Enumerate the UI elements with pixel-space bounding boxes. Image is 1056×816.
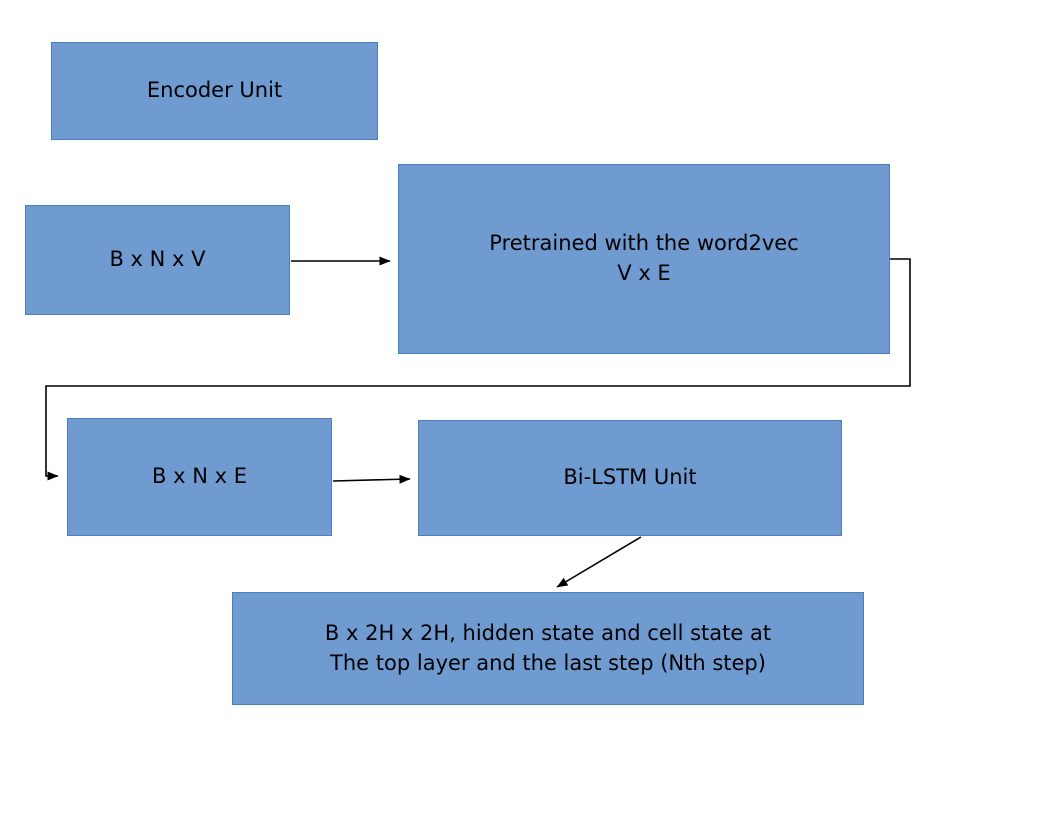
node-output-state[interactable]: B x 2H x 2H, hidden state and cell state… <box>232 592 864 705</box>
edge-bilstm-to-output <box>556 536 642 588</box>
node-output-state-label: B x 2H x 2H, hidden state and cell state… <box>324 620 772 675</box>
node-embedding-label: Pretrained with the word2vec V x E <box>489 231 799 285</box>
node-bilstm-unit[interactable]: Bi-LSTM Unit <box>418 420 842 536</box>
node-embedded-tensor[interactable]: B x N x E <box>67 418 332 536</box>
node-input-tensor-label: B x N x V <box>109 247 206 272</box>
node-bilstm-unit-label: Bi-LSTM Unit <box>563 465 697 490</box>
edge-embedded-tensor-to-bilstm <box>332 474 411 484</box>
node-encoder-unit-label: Encoder Unit <box>146 78 283 103</box>
node-encoder-unit[interactable]: Encoder Unit <box>51 42 378 140</box>
node-input-tensor[interactable]: B x N x V <box>25 205 290 315</box>
node-embedded-tensor-label: B x N x E <box>152 464 247 489</box>
node-embedding[interactable]: Pretrained with the word2vec V x E <box>398 164 890 354</box>
